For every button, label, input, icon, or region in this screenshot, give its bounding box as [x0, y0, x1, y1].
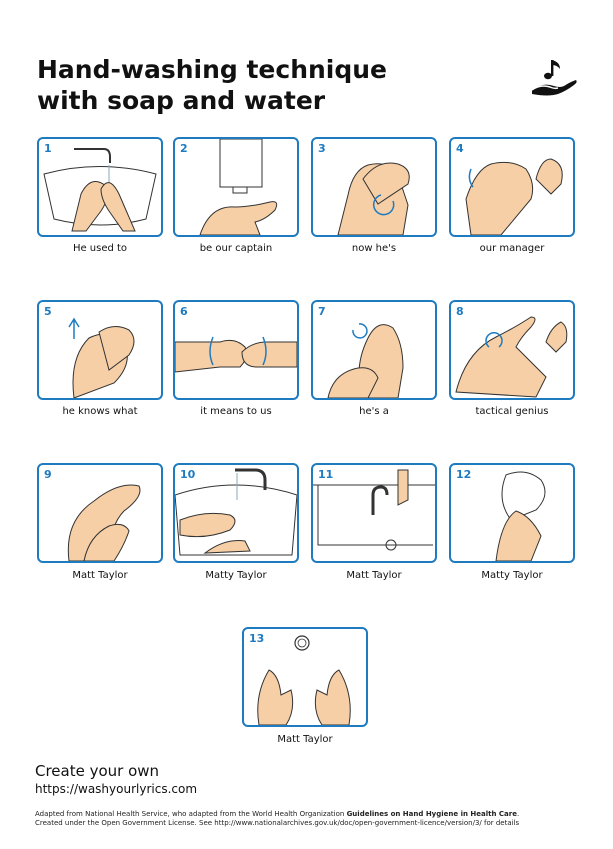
turn-off-tap-icon — [313, 469, 435, 551]
step-number: 9 — [44, 468, 52, 481]
soap-dispenser-icon — [199, 139, 278, 235]
fingertips-palm-icon — [455, 316, 568, 398]
step-caption-5: he knows what — [62, 406, 138, 417]
rub-palms-icon — [337, 162, 410, 235]
title-line-2: with soap and water — [37, 86, 326, 115]
step-panel-6: 6 — [173, 300, 299, 400]
step-caption-9: Matt Taylor — [72, 570, 128, 581]
step-caption-4: our manager — [479, 243, 545, 254]
hand-music-note-icon — [531, 60, 577, 96]
step-panel-13: 13 — [242, 627, 368, 727]
step-number: 4 — [456, 142, 464, 155]
interlaced-fingers-icon — [68, 317, 135, 398]
back-of-hands-icon — [465, 158, 563, 235]
step-number: 7 — [318, 305, 326, 318]
step-caption-8: tactical genius — [475, 406, 549, 417]
rotational-thumb-icon — [327, 323, 404, 398]
step-panel-2: 2 — [173, 137, 299, 237]
step-caption-6: it means to us — [200, 406, 272, 417]
step-panel-9: 9 — [37, 463, 163, 563]
step-caption-2: be our captain — [199, 243, 273, 254]
dry-hands-towel-icon — [495, 471, 546, 561]
footer-guidelines-title: Guidelines on Hand Hygiene in Health Car… — [346, 810, 517, 818]
step-number: 12 — [456, 468, 472, 481]
footer-line1-prefix: Adapted from National Health Service, wh… — [35, 810, 347, 818]
title-line-1: Hand-washing technique — [37, 55, 388, 84]
step-caption-10: Matty Taylor — [205, 570, 267, 581]
step-panel-4: 4 — [449, 137, 575, 237]
step-panel-12: 12 — [449, 463, 575, 563]
step-caption-12: Matty Taylor — [481, 570, 543, 581]
wet-hands-under-tap-icon — [43, 148, 157, 232]
step-number: 6 — [180, 305, 188, 318]
website-link[interactable]: https://washyourlyrics.com — [35, 782, 198, 796]
step-panel-10: 10 — [173, 463, 299, 563]
step-number: 2 — [180, 142, 188, 155]
step-panel-7: 7 — [311, 300, 437, 400]
step-number: 5 — [44, 305, 52, 318]
step-number: 10 — [180, 468, 196, 481]
step-caption-1: He used to — [72, 243, 128, 254]
step-number: 8 — [456, 305, 464, 318]
create-heading: Create your own — [35, 762, 160, 780]
step-number: 11 — [318, 468, 334, 481]
interlocked-fingers-icon — [175, 336, 297, 373]
step-number: 3 — [318, 142, 326, 155]
step-number: 13 — [249, 632, 265, 645]
page-title: Hand-washing technique with soap and wat… — [37, 54, 457, 116]
step-caption-11: Matt Taylor — [346, 570, 402, 581]
step-panel-5: 5 — [37, 300, 163, 400]
step-caption-7: he's a — [359, 406, 389, 417]
footer-line1-suffix: . — [516, 810, 520, 818]
footer-license: Created under the Open Government Licens… — [35, 819, 520, 827]
clean-hands-icon — [257, 635, 351, 725]
step-number: 1 — [44, 142, 52, 155]
step-caption-3: now he's — [351, 243, 397, 254]
step-caption-13: Matt Taylor — [277, 734, 333, 745]
step-panel-8: 8 — [449, 300, 575, 400]
step-panel-3: 3 — [311, 137, 437, 237]
rinse-hands-icon — [175, 468, 297, 556]
step-panel-1: 1 — [37, 137, 163, 237]
wrist-rub-icon — [67, 484, 141, 561]
step-panel-11: 11 — [311, 463, 437, 563]
footer-attribution: Adapted from National Health Service, wh… — [35, 810, 580, 828]
